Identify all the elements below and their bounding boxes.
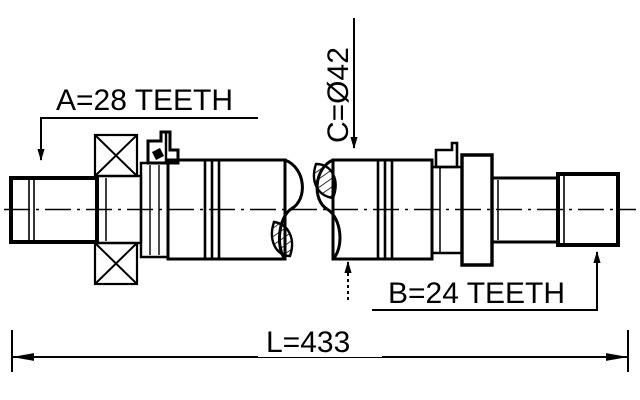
- right-boot-body: [331, 158, 434, 261]
- annotation-b-spline-right: B=24 TEETH: [344, 251, 601, 311]
- annotation-l-length: L=433: [11, 326, 629, 372]
- right-retainer-tab: [434, 141, 459, 169]
- break-line: [270, 158, 342, 261]
- annotation-a-spline-left: A=28 TEETH: [37, 84, 258, 161]
- boot-clamp-tab: [146, 130, 180, 165]
- label-c-diameter: C=Ø42: [322, 47, 355, 143]
- label-a-teeth: A=28 TEETH: [56, 84, 233, 117]
- label-l-background: [258, 330, 382, 357]
- right-spline-shaft-end: [556, 172, 620, 247]
- right-hub-flange: [460, 153, 494, 267]
- label-l-length: L=433: [266, 326, 350, 359]
- annotation-c-diameter: C=Ø42: [322, 18, 358, 149]
- label-b-teeth: B=24 TEETH: [388, 277, 565, 310]
